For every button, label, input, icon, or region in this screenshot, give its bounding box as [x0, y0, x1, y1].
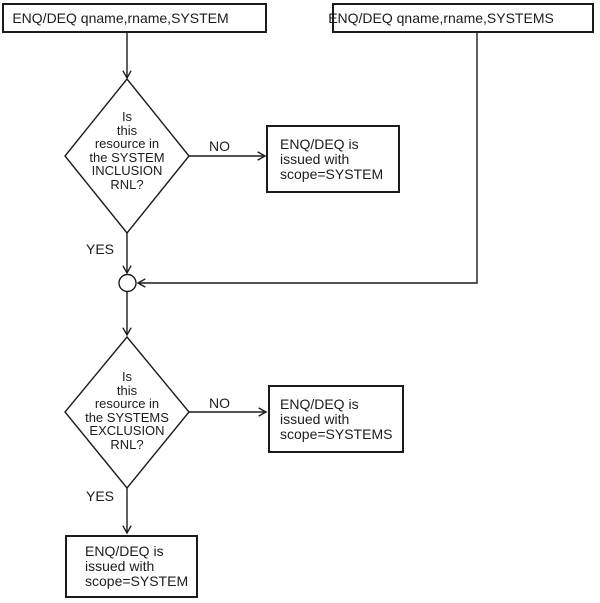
decision-exclusion-shape: [64, 335, 190, 490]
result-box-scope-systems: ENQ/DEQ is issued with scope=SYSTEMS: [268, 385, 404, 453]
result-box-scope-system-final-label: ENQ/DEQ is issued with scope=SYSTEM: [85, 543, 189, 589]
entry-box-system: ENQ/DEQ qname,rname,SYSTEM: [2, 3, 267, 33]
edge-label-inclusion-no: NO: [209, 138, 230, 154]
result-box-scope-system-final: ENQ/DEQ is issued with scope=SYSTEM: [65, 535, 198, 598]
result-box-scope-systems-label: ENQ/DEQ is issued with scope=SYSTEMS: [280, 395, 393, 442]
result-box-scope-system-inclusion-label: ENQ/DEQ is issued with scope=SYSTEM: [280, 135, 384, 182]
edge-label-exclusion-no: NO: [209, 395, 230, 411]
entry-box-system-label: ENQ/DEQ qname,rname,SYSTEM: [12, 10, 229, 26]
decision-exclusion-label: Is this resource in the SYSTEMS EXCLUSIO…: [85, 369, 169, 452]
decision-inclusion-label: Is this resource in the SYSTEM INCLUSION…: [89, 109, 165, 192]
decision-inclusion-shape: [64, 77, 190, 235]
entry-box-systems: ENQ/DEQ qname,rname,SYSTEMS: [328, 3, 594, 33]
edge-entry-systems-to-junction: [136, 33, 478, 288]
edge-label-exclusion-yes: YES: [86, 488, 115, 504]
junction-circle: [118, 273, 137, 293]
result-box-scope-system-inclusion: ENQ/DEQ is issued with scope=SYSTEM: [266, 125, 400, 193]
entry-box-systems-label: ENQ/DEQ qname,rname,SYSTEMS: [328, 10, 554, 26]
edge-label-inclusion-yes: YES: [86, 241, 115, 257]
